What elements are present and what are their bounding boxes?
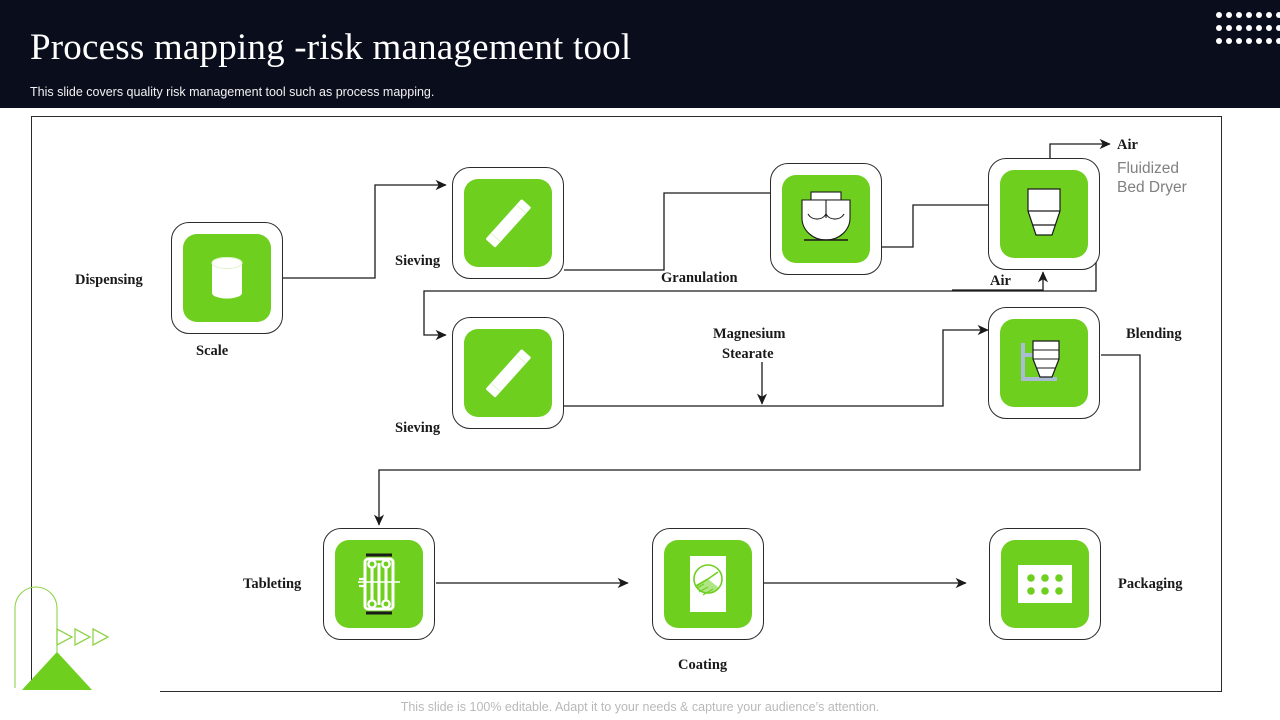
node-sieving-1[interactable] bbox=[452, 167, 564, 279]
node-blending[interactable] bbox=[988, 307, 1100, 419]
granulator-icon bbox=[782, 175, 870, 263]
dot-grid-decoration bbox=[1216, 12, 1280, 51]
label-granulation: Granulation bbox=[661, 270, 738, 286]
label-tableting: Tableting bbox=[243, 576, 302, 592]
coating-pan-icon bbox=[664, 540, 752, 628]
slide-header: Process mapping -risk management tool Th… bbox=[0, 0, 1280, 108]
node-sieving-2[interactable] bbox=[452, 317, 564, 429]
label-magnesium: Magnesium bbox=[713, 326, 786, 342]
label-sieving-2: Sieving bbox=[395, 420, 441, 436]
blister-pack-icon bbox=[1001, 540, 1089, 628]
label-dispensing: Dispensing bbox=[75, 272, 143, 288]
label-coating: Coating bbox=[678, 657, 728, 673]
label-air-top: Air bbox=[1117, 137, 1138, 153]
label-air-bottom: Air bbox=[990, 273, 1011, 289]
hopper-icon bbox=[1000, 170, 1088, 258]
sieve-icon bbox=[464, 179, 552, 267]
node-dispensing[interactable] bbox=[171, 222, 283, 334]
footer-note: This slide is 100% editable. Adapt it to… bbox=[400, 700, 880, 714]
label-sieving-1: Sieving bbox=[395, 253, 441, 269]
label-blending: Blending bbox=[1126, 326, 1182, 342]
node-granulation[interactable] bbox=[770, 163, 882, 275]
label-packaging: Packaging bbox=[1118, 576, 1183, 592]
label-dryer-line1: Fluidized bbox=[1117, 160, 1180, 177]
node-packaging[interactable] bbox=[989, 528, 1101, 640]
label-dryer-line2: Bed Dryer bbox=[1117, 179, 1187, 196]
drum-icon bbox=[183, 234, 271, 322]
corner-decoration bbox=[0, 586, 160, 700]
blender-icon bbox=[1000, 319, 1088, 407]
play-triangles-icon bbox=[56, 627, 110, 647]
tablet-press-icon bbox=[335, 540, 423, 628]
page-title: Process mapping -risk management tool bbox=[30, 27, 632, 68]
page-subtitle: This slide covers quality risk managemen… bbox=[30, 85, 435, 99]
node-fluidized-bed-dryer[interactable] bbox=[988, 158, 1100, 270]
label-scale: Scale bbox=[196, 343, 229, 359]
node-tableting[interactable] bbox=[323, 528, 435, 640]
node-coating[interactable] bbox=[652, 528, 764, 640]
label-stearate: Stearate bbox=[722, 346, 774, 362]
sieve-icon bbox=[464, 329, 552, 417]
